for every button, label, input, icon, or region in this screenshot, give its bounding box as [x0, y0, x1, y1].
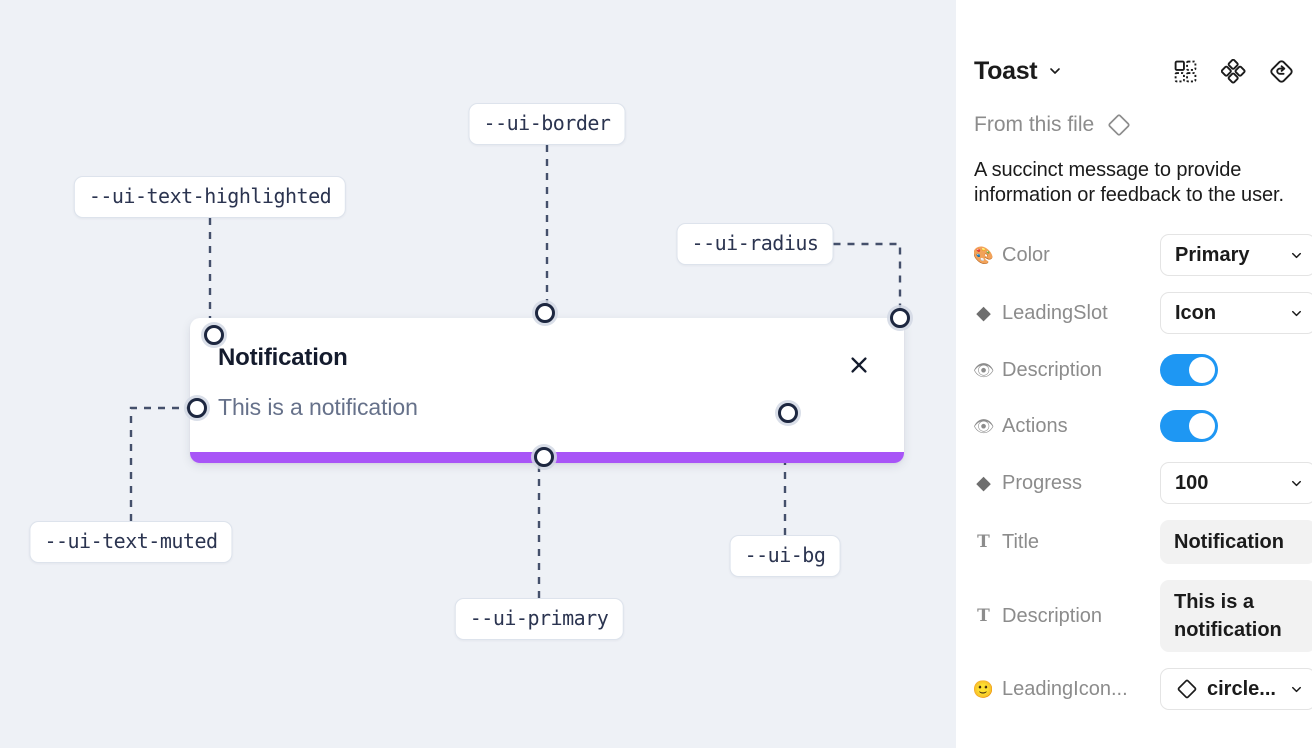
diamond-component-icon — [1106, 112, 1132, 138]
chevron-down-icon — [1289, 306, 1304, 321]
property-label-leading-slot: ◆ LeadingSlot — [974, 302, 1160, 325]
property-rows: 🎨 Color Primary ◆ LeadingSlot Icon 👁 Des… — [974, 234, 1312, 710]
page-title: Toast — [974, 56, 1038, 85]
select-value-color: Primary — [1175, 243, 1250, 266]
property-label-description-text: T Description — [974, 605, 1160, 628]
component-grid-icon[interactable] — [1172, 58, 1198, 84]
chevron-down-icon — [1289, 682, 1304, 697]
smiley-emoji: 🙂 — [974, 679, 995, 699]
palette-emoji: 🎨 — [974, 245, 995, 265]
property-control-leading-slot: Icon — [1160, 292, 1312, 334]
toggle-knob — [1189, 357, 1215, 383]
text-field-description-text[interactable]: This is a notification — [1160, 580, 1312, 652]
property-label-actions: 👁 Actions — [974, 415, 1160, 438]
property-label-text-title: Title — [1002, 530, 1040, 553]
property-label-text-description: Description — [1002, 358, 1103, 381]
select-leading-icon[interactable]: circle... — [1160, 668, 1312, 710]
select-value-leading-icon: circle... — [1207, 677, 1276, 700]
variants-diamonds-icon[interactable] — [1220, 58, 1246, 84]
select-color[interactable]: Primary — [1160, 234, 1312, 276]
from-this-file-label: From this file — [974, 113, 1095, 136]
property-label-text-color: Color — [1002, 243, 1050, 266]
property-row-actions: 👁 Actions — [974, 406, 1294, 446]
property-label-description: 👁 Description — [974, 359, 1160, 382]
property-row-title: T Title Notification — [974, 520, 1312, 564]
eye-emoji: 👁 — [974, 360, 995, 380]
property-label-leading-icon: 🙂 LeadingIcon... — [974, 678, 1160, 701]
toggle-actions[interactable] — [1160, 410, 1218, 442]
property-label-text-leading-slot: LeadingSlot — [1002, 301, 1108, 324]
diamond-component-icon — [1175, 677, 1199, 701]
token-chip-text-muted[interactable]: --ui-text-muted — [29, 521, 233, 563]
reset-overrides-icon[interactable] — [1268, 58, 1294, 84]
properties-panel: Toast — [956, 0, 1312, 748]
property-label-color: 🎨 Color — [974, 244, 1160, 267]
property-row-leading-icon: 🙂 LeadingIcon... circle... — [974, 668, 1312, 710]
header-icon-group — [1172, 58, 1294, 84]
property-control-leading-icon: circle... — [1160, 668, 1312, 710]
property-control-title: Notification — [1160, 520, 1312, 564]
token-chip-border[interactable]: --ui-border — [468, 103, 626, 145]
text-field-value-description-text: This is a notification — [1174, 591, 1282, 641]
eye-emoji: 👁 — [974, 416, 995, 436]
select-value-progress: 100 — [1175, 471, 1209, 494]
diamond-icon: ◆ — [976, 302, 991, 324]
toggle-description[interactable] — [1160, 354, 1218, 386]
chevron-down-icon — [1289, 476, 1304, 491]
token-anchor-primary[interactable] — [534, 447, 554, 467]
text-t-icon: T — [977, 531, 990, 552]
property-control-progress: 100 — [1160, 462, 1312, 504]
from-this-file[interactable]: From this file — [974, 112, 1294, 138]
toggle-knob — [1189, 413, 1215, 439]
property-row-description-text: T Description This is a notification — [974, 580, 1312, 652]
chevron-down-icon[interactable] — [1047, 63, 1063, 79]
token-anchor-radius[interactable] — [890, 308, 910, 328]
toast-title: Notification — [218, 344, 348, 371]
token-anchor-text-highlighted[interactable] — [204, 325, 224, 345]
text-field-title[interactable]: Notification — [1160, 520, 1312, 564]
token-chip-primary[interactable]: --ui-primary — [454, 598, 624, 640]
token-chip-bg[interactable]: --ui-bg — [729, 535, 841, 577]
property-control-color: Primary — [1160, 234, 1312, 276]
token-anchor-bg[interactable] — [778, 403, 798, 423]
property-label-progress: ◆ Progress — [974, 472, 1160, 495]
property-control-description — [1160, 354, 1294, 386]
component-description: A succinct message to provide informatio… — [974, 159, 1284, 206]
property-row-leading-slot: ◆ LeadingSlot Icon — [974, 292, 1312, 334]
select-progress[interactable]: 100 — [1160, 462, 1312, 504]
toast-description: This is a notification — [218, 394, 418, 420]
panel-header: Toast — [974, 42, 1294, 100]
token-wire-text-muted — [129, 406, 197, 521]
text-t-icon: T — [977, 605, 990, 626]
text-field-value-title: Notification — [1174, 531, 1284, 553]
token-chip-text-highlighted[interactable]: --ui-text-highlighted — [73, 176, 347, 218]
chevron-down-icon — [1289, 248, 1304, 263]
property-label-text-actions: Actions — [1002, 414, 1068, 437]
property-label-title: T Title — [974, 531, 1160, 554]
select-leading-slot[interactable]: Icon — [1160, 292, 1312, 334]
token-anchor-border[interactable] — [535, 303, 555, 323]
property-control-actions — [1160, 410, 1294, 442]
design-canvas[interactable]: Notification This is a notification --ui… — [0, 0, 956, 748]
select-value-leading-slot: Icon — [1175, 301, 1217, 324]
toast-component[interactable]: Notification This is a notification — [190, 318, 904, 463]
close-x-icon[interactable] — [846, 352, 872, 378]
token-anchor-text-muted[interactable] — [187, 398, 207, 418]
diamond-icon: ◆ — [976, 472, 991, 494]
property-label-text-description-text: Description — [1002, 604, 1103, 627]
property-control-description-text: This is a notification — [1160, 580, 1312, 652]
property-label-text-progress: Progress — [1002, 471, 1083, 494]
property-row-description: 👁 Description — [974, 350, 1294, 390]
property-row-progress: ◆ Progress 100 — [974, 462, 1312, 504]
token-wire-radius — [833, 242, 902, 318]
token-chip-radius[interactable]: --ui-radius — [676, 223, 834, 265]
property-row-color: 🎨 Color Primary — [974, 234, 1312, 276]
property-label-text-leading-icon: LeadingIcon... — [1002, 677, 1128, 700]
